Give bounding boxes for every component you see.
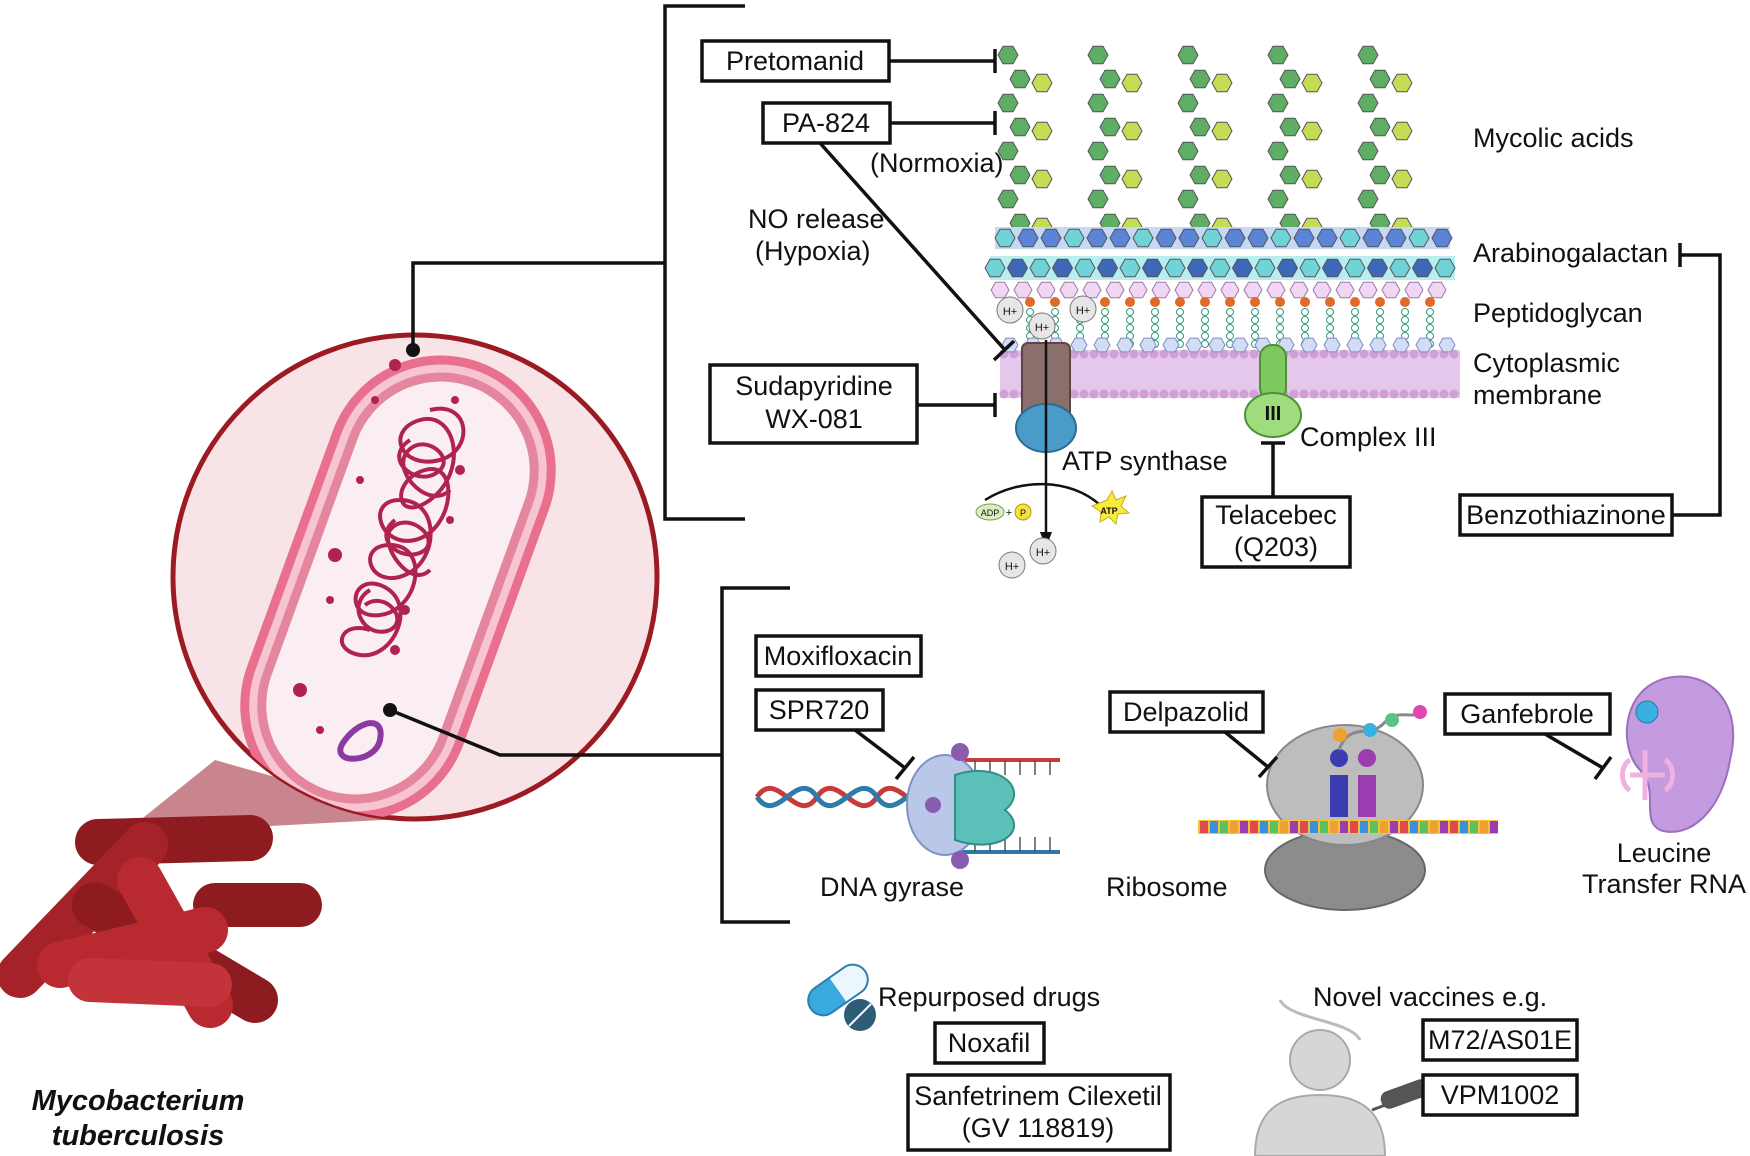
mycolic-acids-layer	[997, 45, 1413, 237]
svg-text:H+: H+	[1035, 322, 1049, 334]
label-transfer-rna: Transfer RNA	[1582, 869, 1746, 899]
svg-text:H+: H+	[1003, 306, 1017, 318]
atp-synthase	[1015, 340, 1077, 548]
complex-iii-mark: III	[1265, 403, 1282, 425]
bacterium-rod	[68, 958, 232, 1007]
label-leucine: Leucine	[1617, 838, 1712, 868]
drug-pa824: PA-824	[761, 101, 892, 145]
leucine-trna-synthetase	[1620, 675, 1735, 833]
label-cytoplasmic: Cytoplasmic	[1473, 348, 1620, 378]
svg-text:Noxafil: Noxafil	[948, 1028, 1031, 1058]
connector-cellwall	[411, 261, 665, 350]
plasmid	[337, 720, 384, 762]
zoom-circle	[170, 332, 660, 822]
adp-molecule: ADP	[975, 503, 1005, 521]
cytoplasmic-membrane	[999, 337, 1460, 399]
inhibit-benzothiazinone	[1672, 253, 1722, 517]
svg-text:P: P	[1020, 508, 1026, 518]
atp-molecule: ATP	[1090, 489, 1131, 526]
drug-sanfetrinem: Sanfetrinem Cilexetil (GV 118819)	[906, 1073, 1172, 1152]
organism-name-line1: Mycobacterium	[32, 1085, 245, 1117]
plus-sign: +	[1006, 507, 1012, 519]
complex-iii: III	[1244, 344, 1302, 438]
phosphate-molecule: P	[1014, 503, 1032, 521]
proton: H+	[1069, 295, 1097, 323]
drug-ganfebrole: Ganfebrole	[1443, 692, 1612, 736]
label-dna-gyrase: DNA gyrase	[820, 872, 964, 902]
pill-icon	[807, 958, 876, 1031]
svg-text:(Q203): (Q203)	[1234, 532, 1318, 562]
svg-text:Ganfebrole: Ganfebrole	[1460, 699, 1594, 729]
svg-text:Moxifloxacin: Moxifloxacin	[764, 641, 913, 671]
ribosome	[1198, 705, 1498, 911]
bacterial-cell	[240, 355, 556, 819]
svg-text:WX-081: WX-081	[765, 404, 863, 434]
drug-telacebec: Telacebec (Q203)	[1200, 495, 1352, 569]
person-vaccination-icon	[1253, 999, 1430, 1156]
proton: H+	[998, 551, 1026, 579]
drug-benzothiazinone: Benzothiazinone	[1458, 493, 1674, 537]
drug-delpazolid: Delpazolid	[1108, 690, 1265, 734]
label-arabinogalactan: Arabinogalactan	[1473, 238, 1668, 268]
drug-spr720: SPR720	[754, 688, 885, 732]
svg-text:H+: H+	[1036, 547, 1050, 559]
proton: H+	[1028, 312, 1056, 340]
label-no-release: NO release	[748, 204, 885, 234]
label-normoxia: (Normoxia)	[870, 148, 1004, 178]
label-novel-vaccines: Novel vaccines e.g.	[1313, 982, 1547, 1012]
label-ribosome: Ribosome	[1106, 872, 1228, 902]
svg-text:Benzothiazinone: Benzothiazinone	[1466, 500, 1666, 530]
vaccine-m72: M72/AS01E	[1421, 1018, 1579, 1062]
svg-text:H+: H+	[1076, 305, 1090, 317]
svg-text:Telacebec: Telacebec	[1215, 500, 1337, 530]
label-hypoxia: (Hypoxia)	[755, 236, 871, 266]
bracket-intracellular	[720, 586, 790, 924]
proton: H+	[1029, 537, 1057, 565]
drug-moxifloxacin: Moxifloxacin	[754, 634, 923, 678]
label-peptidoglycan: Peptidoglycan	[1473, 298, 1643, 328]
proton: H+	[996, 296, 1024, 324]
connector-intracellular	[389, 708, 722, 757]
svg-text:SPR720: SPR720	[769, 695, 870, 725]
synthesis-arrow	[984, 482, 1101, 506]
inhibit-ganfebrole	[1544, 732, 1604, 770]
svg-text:ATP: ATP	[1100, 506, 1117, 516]
inhibit-pa824-hypoxia	[818, 141, 1007, 352]
drug-noxafil: Noxafil	[933, 1021, 1046, 1065]
svg-text:M72/AS01E: M72/AS01E	[1428, 1025, 1572, 1055]
dna-gyrase	[754, 743, 1060, 869]
inhibit-delpazolid	[1223, 730, 1270, 769]
bacteria-cluster	[0, 815, 322, 1028]
svg-text:(GV 118819): (GV 118819)	[962, 1113, 1115, 1143]
svg-text:Sanfetrinem Cilexetil: Sanfetrinem Cilexetil	[914, 1081, 1162, 1111]
svg-text:ADP: ADP	[981, 508, 1000, 518]
label-mycolic-acids: Mycolic acids	[1473, 123, 1634, 153]
inhibit-spr720	[853, 728, 907, 770]
label-atp-synthase: ATP synthase	[1062, 446, 1228, 476]
svg-text:Pretomanid: Pretomanid	[726, 46, 864, 76]
arabinogalactan-layer	[984, 227, 1456, 299]
bracket-cellwall	[663, 4, 745, 521]
svg-text:PA-824: PA-824	[782, 108, 870, 138]
label-complex-iii: Complex III	[1300, 422, 1437, 452]
drug-pretomanid: Pretomanid	[700, 39, 891, 83]
drug-sudapyridine: Sudapyridine WX-081	[708, 363, 919, 445]
label-membrane: membrane	[1473, 380, 1602, 410]
svg-text:Sudapyridine: Sudapyridine	[735, 371, 893, 401]
label-repurposed-drugs: Repurposed drugs	[878, 982, 1100, 1012]
svg-text:VPM1002: VPM1002	[1441, 1080, 1560, 1110]
vaccine-vpm1002: VPM1002	[1421, 1073, 1579, 1117]
svg-text:H+: H+	[1005, 561, 1019, 573]
cell-granules	[293, 359, 465, 734]
organism-name-line2: tuberculosis	[52, 1120, 224, 1152]
chromosome-dna	[339, 406, 466, 658]
svg-text:Delpazolid: Delpazolid	[1123, 697, 1249, 727]
